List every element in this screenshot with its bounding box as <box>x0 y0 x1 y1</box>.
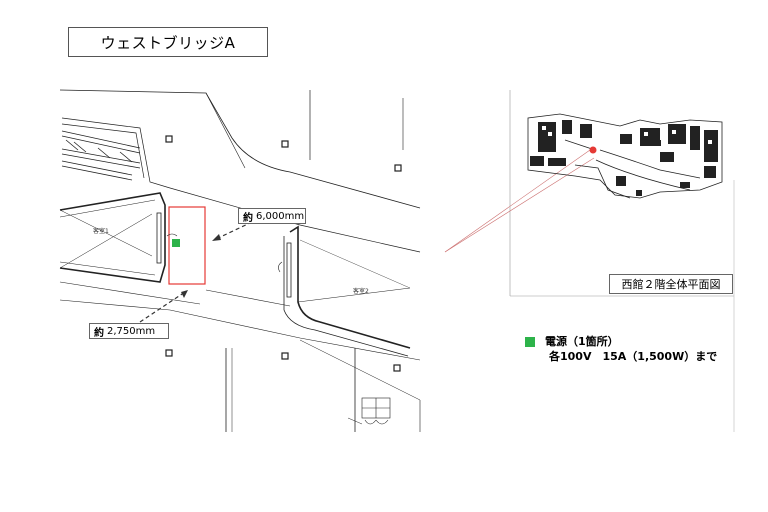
depth-dimension-callout: 約 2,750mm <box>89 323 169 339</box>
current-location-icon <box>589 146 597 154</box>
column-icon <box>165 135 173 143</box>
column-icon <box>281 140 289 148</box>
inset-floor-plan <box>444 90 735 432</box>
width-callout-prefix: 約 <box>243 212 253 224</box>
room-label-left: 客室1 <box>93 227 109 235</box>
column-icon <box>165 349 173 357</box>
column-icon <box>394 164 402 172</box>
page-title: ウェストブリッジA <box>68 27 268 57</box>
arrow-head-icon <box>181 290 188 298</box>
green-square-icon <box>172 239 180 247</box>
power-legend-detail: 各100V 15A（1,500W）まで <box>549 350 718 363</box>
floor-plan-label-text: 西館２階全体平面図 <box>621 278 721 291</box>
arrow-head-icon <box>212 234 221 241</box>
depth-callout-value: 2,750mm <box>107 325 156 337</box>
page-title-text: ウェストブリッジA <box>100 33 236 52</box>
exhibition-area-outline <box>168 206 206 285</box>
depth-callout-prefix: 約 <box>94 327 104 339</box>
floor-plan-label: 西館２階全体平面図 <box>609 274 733 294</box>
detail-plan <box>59 89 421 432</box>
width-dimension-callout: 約 6,000mm <box>238 208 306 224</box>
power-legend-title: 電源（1箇所） <box>545 335 619 348</box>
column-icon <box>393 364 401 372</box>
room-label-right: 客室2 <box>353 287 369 295</box>
power-legend-icon <box>525 337 535 347</box>
column-icon <box>281 352 289 360</box>
door-symbol <box>361 397 391 425</box>
column-markers <box>165 135 402 372</box>
stair-railing <box>61 130 141 181</box>
dimension-arrows <box>139 221 253 323</box>
width-callout-value: 6,000mm <box>256 210 305 222</box>
